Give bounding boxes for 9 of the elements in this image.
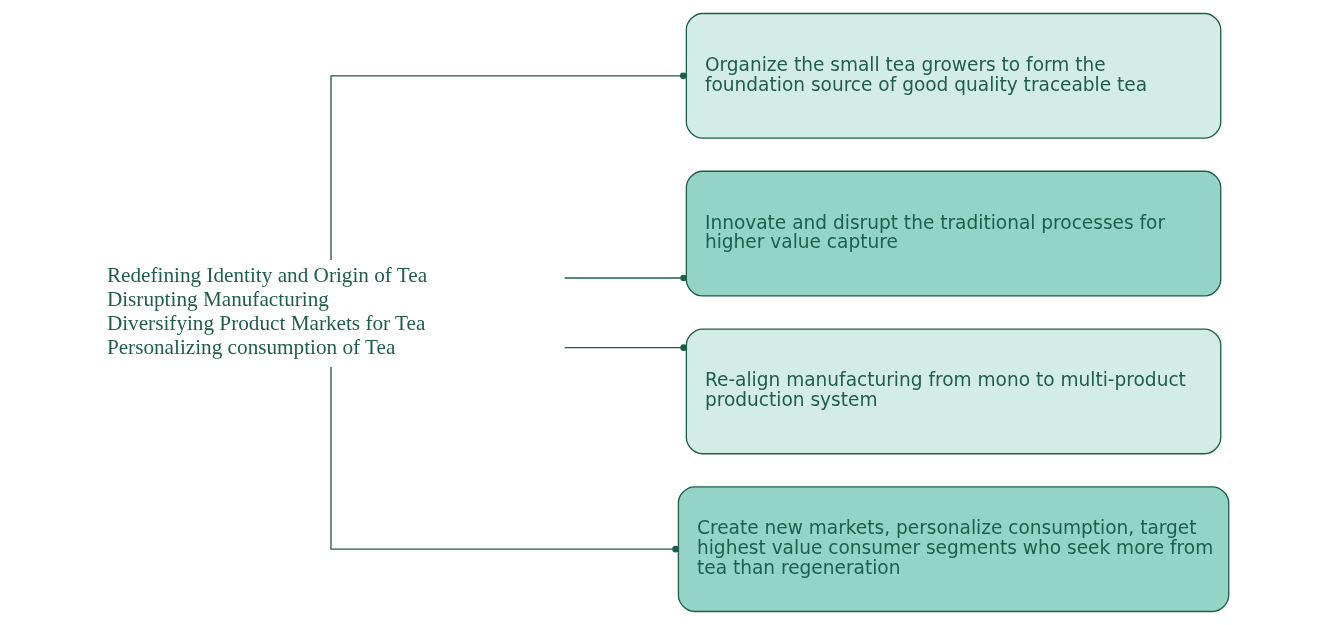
node-box: Re-align manufacturing from mono to multi-product production system: [685, 328, 1222, 455]
node-text: Redefining Identity and Origin of Tea Disrupting Manufacturing Diversifying Product Markets for Tea Personalizing consumption of Tea: [106, 263, 428, 359]
connector: [563, 274, 687, 282]
connector: [330, 72, 687, 261]
connector: [330, 366, 679, 553]
node-box: Create new markets, personalize consumption, target highest value consumer segments who seek more from tea than regeneration: [677, 486, 1230, 613]
node-box: Organize the small tea growers to form the foundation source of good quality traceable tea: [685, 12, 1222, 139]
connector: [563, 344, 687, 351]
node-box: Innovate and disrupt the traditional processes for higher value capture: [685, 170, 1222, 297]
